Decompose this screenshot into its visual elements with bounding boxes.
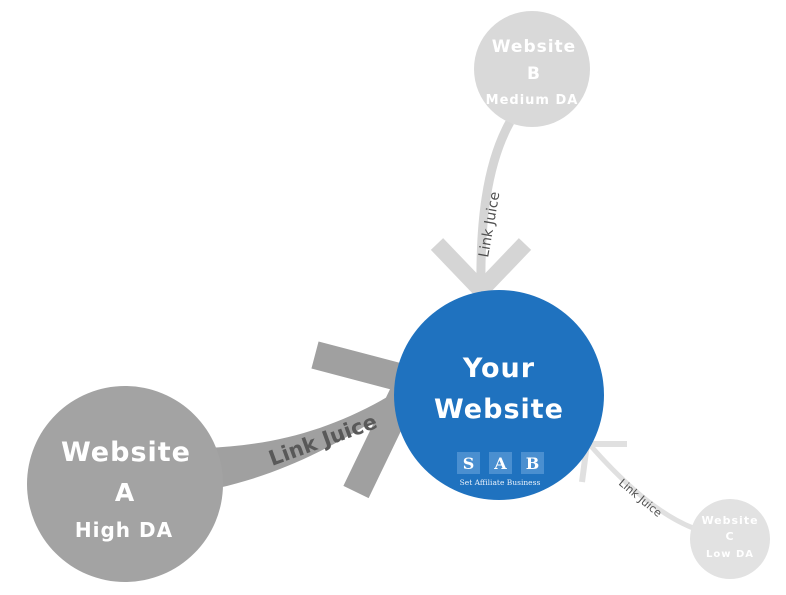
arrow-b-head [430,238,532,303]
website-c-line3: Low DA [706,549,754,560]
arrow-c [579,441,694,531]
arrow-c-shaft [588,443,694,531]
website-a-circle [27,386,223,582]
arrow-b [430,119,532,303]
sab-letter-a: A [493,454,507,473]
sab-box-a [489,452,512,474]
website-c-circle [690,499,770,579]
sab-logo: S A B Set Affiliate Business [457,452,544,487]
your-website-node: Your Website S A B Set Affiliate Busines… [394,290,604,500]
website-b-line1: Website [492,37,576,57]
website-c-line2: C [725,530,734,543]
sab-subtitle: Set Affiliate Business [460,478,541,487]
arrow-a-body [205,382,418,488]
website-c-node: Website C Low DA [690,499,770,579]
website-b-circle [474,11,590,127]
website-c-line1: Website [701,514,758,527]
website-a-node: Website A High DA [27,386,223,582]
website-a-line2: A [115,478,135,507]
arrow-b-shaft [476,119,514,291]
website-b-line3: Medium DA [486,93,579,108]
sab-letter-s: S [463,454,475,473]
sab-box-b [521,452,544,474]
website-b-line2: B [527,64,541,84]
website-a-line1: Website [61,437,191,468]
your-website-line2: Website [434,394,564,425]
sab-letter-b: B [526,454,540,473]
arrow-a [205,341,430,499]
website-a-line3: High DA [75,518,173,542]
your-website-line1: Your [462,353,535,384]
link-juice-label-c: Link Juice [616,476,664,520]
your-website-circle [394,290,604,500]
sab-box-s [457,452,480,474]
website-b-node: Website B Medium DA [474,11,590,127]
